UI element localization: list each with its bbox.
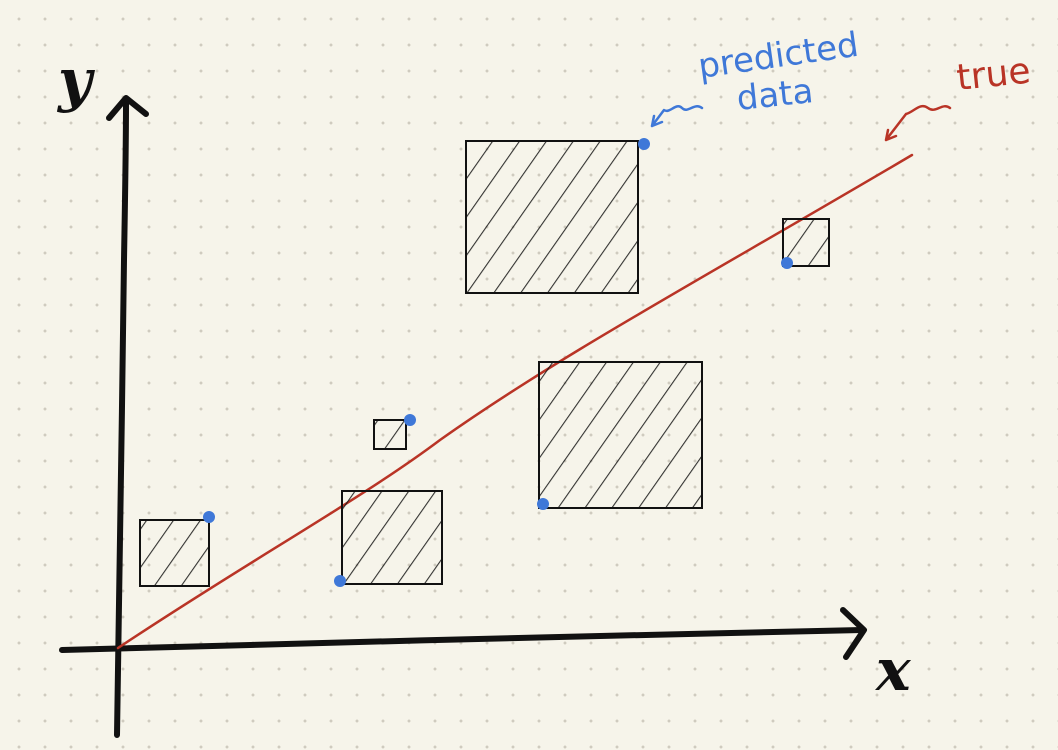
curly-arrow-icon (884, 104, 952, 142)
predicted-annotation-line2: data (735, 71, 815, 119)
hatched-box (782, 218, 830, 267)
x-axis-arrowhead (840, 607, 867, 660)
y-axis-label: y (56, 46, 96, 114)
predicted-point (203, 511, 215, 523)
x-axis (59, 607, 867, 660)
predicted-point (537, 498, 549, 510)
y-axis (106, 95, 149, 738)
hatched-box (341, 490, 443, 585)
hatched-box (139, 519, 210, 587)
true-annotation: true (955, 50, 1033, 98)
predicted-point (781, 257, 793, 269)
curly-arrow-icon (650, 105, 704, 128)
predicted-point (334, 575, 346, 587)
hatched-box (465, 140, 639, 294)
hatched-box (373, 419, 407, 450)
x-axis-label: x (874, 636, 912, 704)
hatched-box (538, 361, 703, 509)
y-axis-arrowhead (106, 95, 149, 121)
true-line (116, 153, 914, 650)
predicted-point (638, 138, 650, 150)
predicted-point (404, 414, 416, 426)
